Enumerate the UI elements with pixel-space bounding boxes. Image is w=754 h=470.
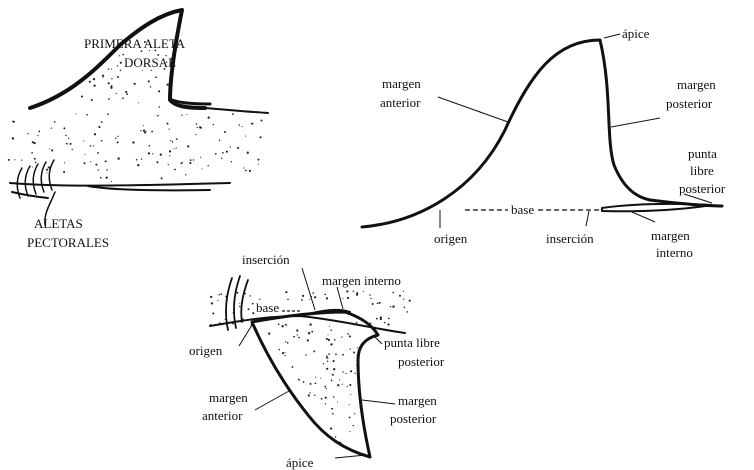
shark-dorsal-fin-outline <box>30 10 205 108</box>
label-pec-inner-margin: margen interno <box>322 273 401 288</box>
label-pec-origin: origen <box>189 343 223 358</box>
label-pec-insertion: inserción <box>242 252 290 267</box>
label-pectorales: PECTORALES <box>27 235 109 250</box>
label-pec-posterior-2: posterior <box>390 411 437 426</box>
label-dorsal-posterior-2: posterior <box>666 96 713 111</box>
pectoral-leader-lines <box>239 268 395 458</box>
dorsal-fin-outline <box>362 40 722 227</box>
shark-belly-line <box>10 183 230 186</box>
label-dorsal-origin: origen <box>434 231 468 246</box>
label-pec-base: base <box>256 300 279 315</box>
label-dorsal-free-tip-3: posterior <box>679 181 726 196</box>
pectoral-fin-detail: inserción margen interno base origen pun… <box>189 252 445 470</box>
label-aletas: ALETAS <box>34 216 83 231</box>
pectoral-fin-outline <box>252 312 378 457</box>
label-primera-aleta-2: DORSAL <box>124 55 176 70</box>
shark-pectoral-fin-left <box>12 192 48 198</box>
shark-sketch: PRIMERA ALETA DORSAL ALETAS PECTORALES <box>8 10 268 250</box>
dorsal-leader-lines <box>438 34 712 228</box>
label-dorsal-apex: ápice <box>622 26 650 41</box>
label-pec-posterior-1: margen <box>398 393 437 408</box>
label-pec-free-tip-2: posterior <box>398 354 445 369</box>
label-dorsal-inner-2: interno <box>656 245 693 260</box>
label-pec-free-tip-1: punta libre <box>384 335 440 350</box>
shark-pectoral-fin-right <box>88 186 210 190</box>
dorsal-fin-detail: ápice margen anterior margen posterior p… <box>362 26 726 260</box>
gill-slits <box>17 160 54 198</box>
dorsal-free-rear-tip <box>602 204 712 211</box>
label-dorsal-anterior-2: anterior <box>380 95 421 110</box>
label-dorsal-posterior-1: margen <box>677 77 716 92</box>
label-dorsal-insertion: inserción <box>546 231 594 246</box>
label-primera-aleta-1: PRIMERA ALETA <box>84 36 186 51</box>
label-dorsal-anterior-1: margen <box>382 76 421 91</box>
label-pec-apex: ápice <box>286 455 314 470</box>
label-pec-anterior-1: margen <box>209 390 248 405</box>
label-dorsal-base: base <box>511 202 534 217</box>
label-pec-anterior-2: anterior <box>202 408 243 423</box>
label-dorsal-free-tip-1: punta <box>688 146 717 161</box>
shark-back-line <box>205 108 268 113</box>
label-dorsal-free-tip-2: libre <box>690 163 714 178</box>
label-dorsal-inner-1: margen <box>651 228 690 243</box>
